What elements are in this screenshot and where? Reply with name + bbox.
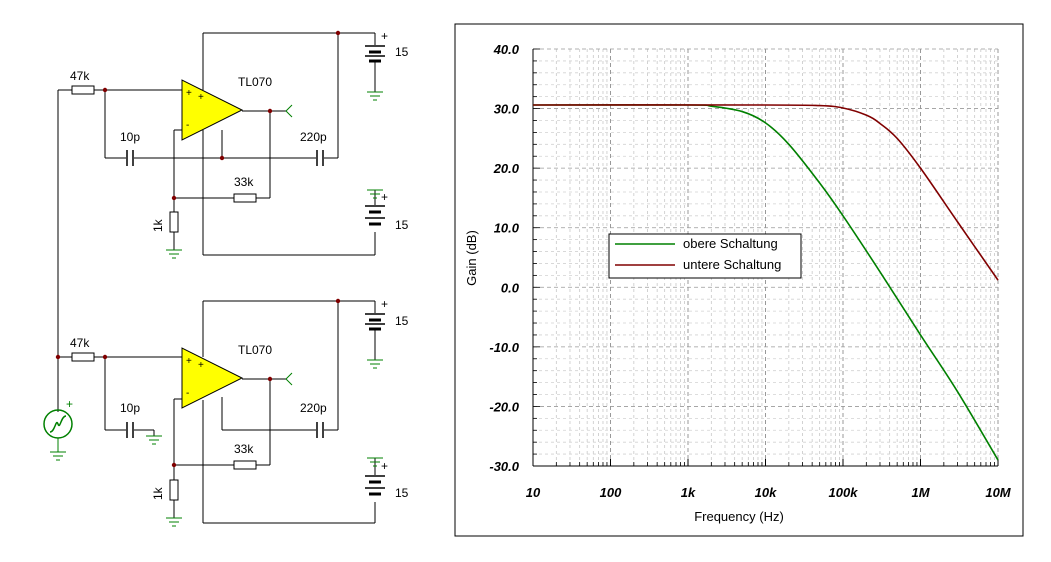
top-cap-fb-label: 220p [300,130,327,144]
y-tick-label: 40.0 [493,42,520,57]
top-opamp-label: TL070 [238,75,272,89]
top-r-in-label: 47k [70,69,90,83]
top-input-capacitor [126,150,134,166]
bottom-junction-nodes [102,298,341,468]
bottom-input-capacitor [126,422,134,438]
bottom-positive-supply [365,313,385,331]
bottom-opamp-plus-2: + [198,360,204,371]
y-tick-label: -10.0 [489,340,519,355]
bottom-neg-supply-label: 15 [395,486,409,500]
y-tick-label: 30.0 [494,102,520,117]
top-r-gnd-label: 1k [151,218,165,232]
top-r-fb-label: 33k [234,175,254,189]
bottom-output-terminal [285,372,293,386]
top-pos-plus: + [381,29,388,43]
bottom-pos-plus: + [381,297,388,311]
x-tick-label: 10 [526,485,541,500]
plot-curves [532,104,999,461]
x-tick-label: 100 [600,485,622,500]
series-curve-1 [532,104,999,281]
y-tick-labels: -30.0 -20.0 -10.0 0.0 10.0 20.0 30.0 40.0 [489,42,519,474]
junction-node [55,354,61,360]
bottom-neg-plus: + [381,459,388,473]
bottom-pos-supply-label: 15 [395,314,409,328]
signal-source: + [43,397,73,461]
top-ground-symbol [166,249,182,259]
x-tick-label: 100k [829,485,859,500]
bottom-stage: 47k [70,297,409,527]
top-pos-ground-symbol [367,91,383,101]
bottom-r-gnd-label: 1k [151,486,165,500]
top-neg-plus: + [381,190,388,204]
bottom-cap-fb-label: 220p [300,401,327,415]
bottom-pos-ground-symbol [367,359,383,369]
bottom-cap-ground-symbol [146,435,162,445]
top-feedback-resistor [233,193,257,203]
top-junction-nodes [102,30,341,201]
x-tick-label: 10k [755,485,777,500]
bottom-feedback-resistor [233,460,257,470]
y-tick-label: 20.0 [493,161,520,176]
source-plus-label: + [66,397,73,411]
y-tick-label: 0.0 [501,280,520,295]
bottom-ground-symbol [166,517,182,527]
bottom-opamp-minus: - [186,388,189,399]
top-ground-resistor [169,211,179,233]
bottom-ground-resistor [169,479,179,501]
bottom-feedback-capacitor [316,422,324,438]
y-tick-label: 10.0 [494,221,520,236]
top-neg-supply-label: 15 [395,218,409,232]
y-tick-label: -20.0 [489,399,519,414]
legend-label-untere: untere Schaltung [683,257,781,272]
y-axis-label: Gain (dB) [464,230,479,286]
x-tick-label: 10M [985,485,1011,500]
top-feedback-capacitor [316,150,324,166]
bottom-opamp-label: TL070 [238,343,272,357]
bottom-neg-ground-symbol [367,457,383,467]
bottom-negative-supply [365,475,385,496]
x-tick-labels: 10 100 1k 10k 100k 1M 10M [526,485,1012,500]
bottom-r-in-label: 47k [70,336,90,350]
x-tick-label: 1M [911,485,930,500]
bottom-cap-in-label: 10p [120,401,140,415]
top-positive-supply [365,45,385,63]
top-opamp-minus: - [186,120,189,131]
legend-box [608,233,802,279]
bottom-opamp-plus: + [186,356,192,367]
top-output-terminal [285,104,293,118]
top-neg-ground-symbol [367,189,383,199]
bottom-r-fb-label: 33k [234,442,254,456]
top-opamp [181,79,244,141]
top-opamp-plus-2: + [198,92,204,103]
top-cap-in-label: 10p [120,130,140,144]
top-negative-supply [365,205,385,226]
x-tick-label: 1k [681,485,696,500]
legend-label-obere: obere Schaltung [683,236,778,251]
bottom-opamp [181,347,244,409]
plot-frame [454,23,1024,537]
y-tick-label: -30.0 [489,459,519,474]
plot-legend: obere Schaltung untere Schaltung [608,233,802,279]
top-opamp-plus: + [186,88,192,99]
top-pos-supply-label: 15 [395,45,409,59]
top-stage: 47k 1 [70,29,409,259]
circuit-schematic: + 47k [43,29,409,527]
x-axis-label: Frequency (Hz) [694,509,784,524]
